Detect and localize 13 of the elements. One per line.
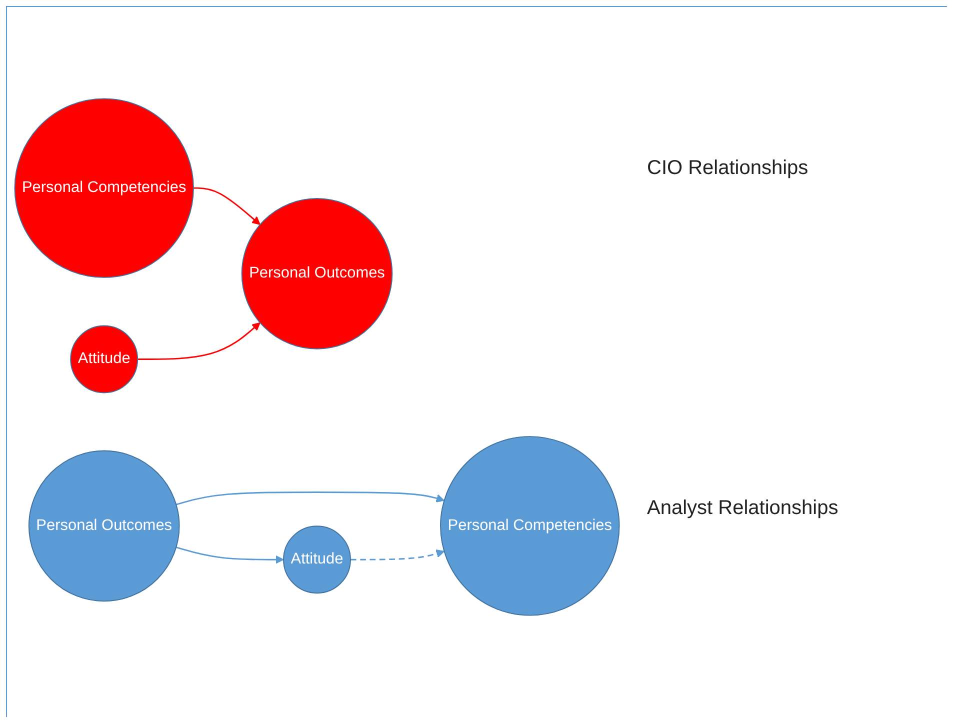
arrow xyxy=(350,549,445,560)
node-circle: Personal Outcomes xyxy=(28,450,180,602)
arrow xyxy=(138,322,260,360)
node-circle: Attitude xyxy=(283,526,351,594)
node-circle: Personal Competencies xyxy=(440,436,620,616)
node-circle: Attitude xyxy=(70,325,138,394)
arrow xyxy=(176,546,284,564)
arrow xyxy=(193,187,260,225)
arrow xyxy=(176,492,445,506)
section-heading: Analyst Relationships xyxy=(647,497,838,520)
section-heading: CIO Relationships xyxy=(647,157,808,180)
node-circle: Personal Competencies xyxy=(14,98,194,278)
node-circle: Personal Outcomes xyxy=(241,198,393,350)
